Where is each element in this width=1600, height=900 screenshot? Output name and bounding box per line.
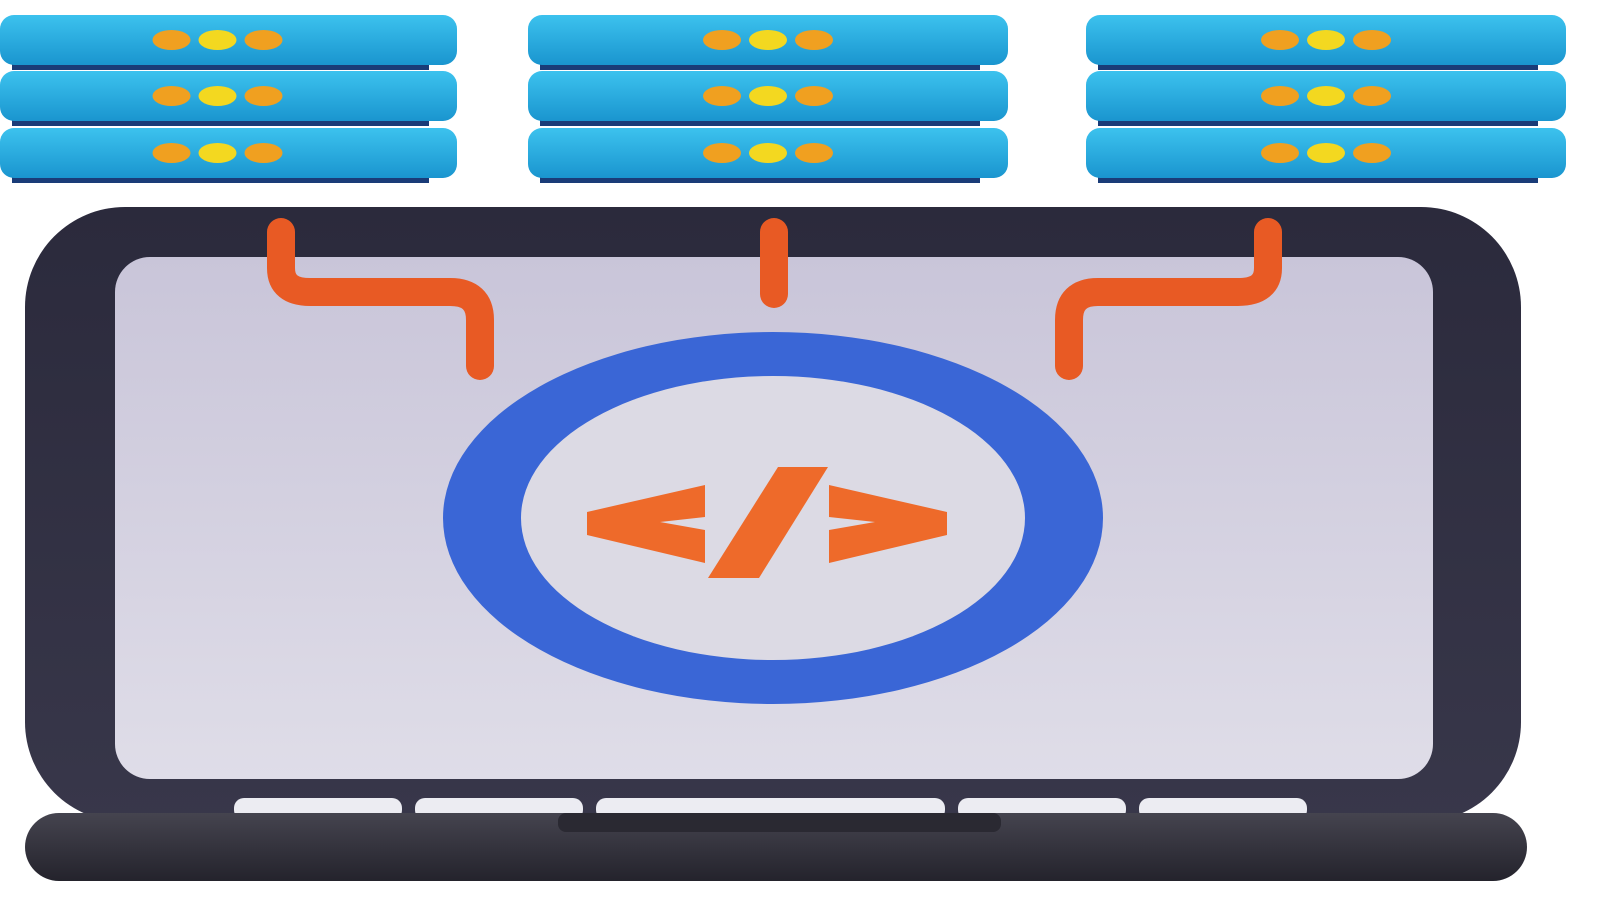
server-stacks [0, 15, 1566, 183]
server-rack-icon [528, 15, 1008, 183]
status-led [1307, 86, 1345, 106]
status-led [1353, 143, 1391, 163]
status-led [795, 143, 833, 163]
server-rack-icon [0, 15, 457, 183]
status-led [1307, 143, 1345, 163]
status-led [152, 30, 191, 50]
status-led [1261, 143, 1299, 163]
connector-pipe-icon [267, 218, 1282, 380]
status-led [703, 30, 741, 50]
code-brackets-icon [587, 467, 947, 578]
status-led [244, 143, 283, 163]
slash-symbol [708, 467, 828, 578]
status-led [795, 86, 833, 106]
status-led [152, 86, 191, 106]
status-led [198, 86, 237, 106]
status-led [703, 86, 741, 106]
status-led [198, 30, 237, 50]
greater-than-symbol [829, 485, 947, 563]
laptop-base [25, 813, 1527, 881]
less-than-symbol [587, 485, 705, 563]
pipe-right [1055, 218, 1282, 380]
status-led [198, 143, 237, 163]
status-led [1261, 30, 1299, 50]
status-led [244, 30, 283, 50]
status-led [749, 86, 787, 106]
status-led [1307, 30, 1345, 50]
status-led [244, 86, 283, 106]
pipe-left [267, 218, 494, 380]
code-badge [443, 332, 1103, 704]
status-led [1353, 30, 1391, 50]
status-led [749, 143, 787, 163]
status-led [703, 143, 741, 163]
status-led [795, 30, 833, 50]
status-led [152, 143, 191, 163]
trackpad-notch [558, 813, 1001, 832]
status-led [1261, 86, 1299, 106]
server-rack-icon [1086, 15, 1566, 183]
status-led [749, 30, 787, 50]
status-led [1353, 86, 1391, 106]
